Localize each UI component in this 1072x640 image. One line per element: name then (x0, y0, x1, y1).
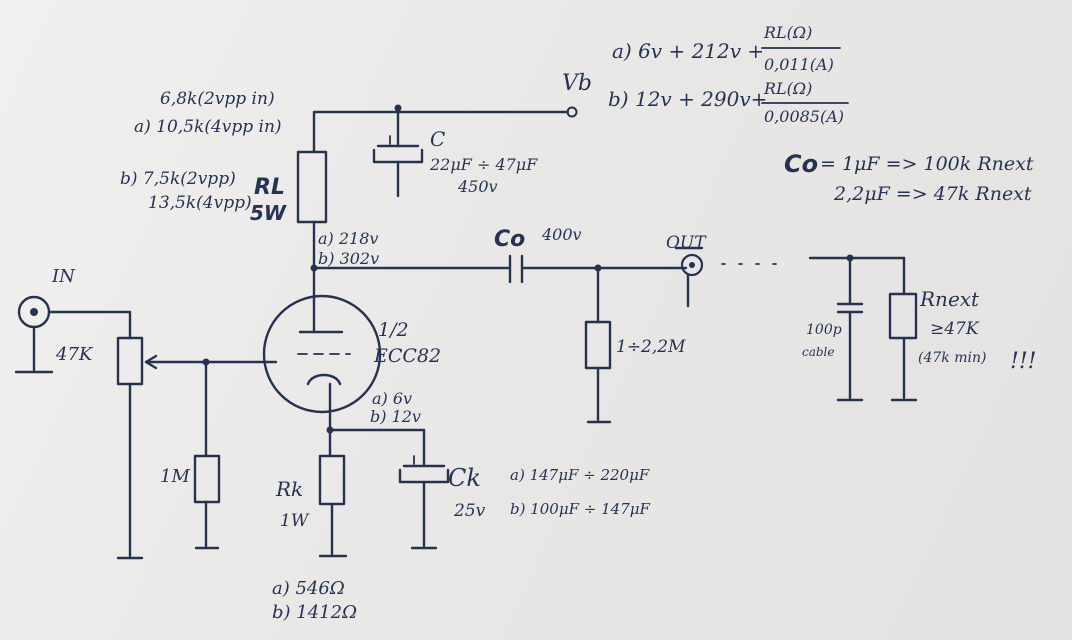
cathode-voltage-a: a) 6v (372, 389, 412, 408)
rl-label: RL (254, 175, 285, 200)
cathode-cap-value-b: b) 100μF ÷ 147μF (510, 500, 650, 518)
cathode-cap-value-a: a) 147μF ÷ 220μF (510, 466, 650, 484)
cathode-resistor-rating: 1W (280, 511, 310, 531)
cathode-resistor-symbol (318, 428, 348, 558)
potentiometer-value: 47K (55, 344, 94, 365)
tube-label-bottom: ECC82 (373, 345, 441, 367)
leak-resistor-value: 1÷2,2M (616, 337, 686, 357)
coupling-cap-voltage: 400v (541, 225, 582, 244)
rnext-label: Rnext (919, 287, 980, 311)
input-potentiometer-symbol (116, 336, 278, 560)
supply-fraction-den-b: 0,0085(A) (764, 107, 844, 126)
cathode-voltage-b: b) 12v (370, 407, 421, 426)
rl-option-a-line1: 6,8k(2vpp in) (160, 89, 275, 109)
triode-tube-symbol (262, 294, 382, 432)
output-label: OUT (666, 233, 707, 253)
supply-cap-label: C (430, 127, 445, 151)
supply-fraction-den-a: 0,011(A) (764, 55, 834, 74)
leak-resistor-symbol (584, 266, 612, 424)
coupling-cap-label: Co (494, 227, 525, 252)
cable-cap-note: cable (802, 345, 835, 359)
cathode-capacitor-symbol (398, 428, 450, 550)
input-label: IN (51, 266, 76, 287)
supply-cap-value: 22μF ÷ 47μF (429, 155, 538, 174)
rl-option-b-line1: b) 7,5k(2vpp) (120, 169, 236, 189)
grid-resistor-value: 1M (160, 466, 190, 487)
rl-option-b-line2: 13,5k(4vpp) (148, 193, 252, 213)
input-jack-symbol (14, 295, 132, 374)
co-rule-line1: = 1μF => 100k Rnext (820, 153, 1034, 175)
cathode-node-wire (326, 426, 426, 434)
supply-cap-voltage: 450v (457, 177, 498, 196)
supply-formula-b: b) 12v + 290v+ (608, 87, 767, 111)
cathode-resistor-label: Rk (275, 477, 303, 501)
rnext-exclaim: !!! (1010, 349, 1037, 374)
co-rule-line2: 2,2μF => 47k Rnext (833, 183, 1032, 205)
tube-label-top: 1/2 (378, 319, 409, 341)
anode-voltage-a: a) 218v (318, 229, 378, 248)
supply-formula-a: a) 6v + 212v + (612, 39, 764, 63)
grid-resistor-symbol (193, 360, 221, 550)
coupling-capacitor-symbol (312, 254, 688, 284)
rnext-note: (47k min) (918, 350, 986, 366)
cathode-resistor-value-b: b) 1412Ω (272, 602, 357, 623)
cathode-cap-voltage: 25v (453, 501, 486, 521)
supply-voltage-label: Vb (562, 71, 592, 96)
cathode-resistor-value-a: a) 546Ω (272, 578, 345, 599)
supply-fraction-num-b: RL(Ω) (763, 79, 812, 98)
output-jack-symbol (674, 246, 704, 308)
rl-option-a-line2: a) 10,5k(4vpp in) (134, 117, 282, 137)
load-network-symbol (808, 254, 918, 402)
anode-voltage-b: b) 302v (318, 249, 379, 268)
rnext-min: ≥47K (930, 319, 980, 339)
cable-cap-value: 100p (806, 322, 842, 338)
rl-rating: 5W (250, 201, 287, 225)
supply-capacitor-symbol (372, 106, 424, 198)
co-rule-symbol: Co (784, 150, 818, 178)
cathode-cap-label: Ck (448, 464, 481, 492)
supply-fraction-num-a: RL(Ω) (763, 23, 812, 42)
